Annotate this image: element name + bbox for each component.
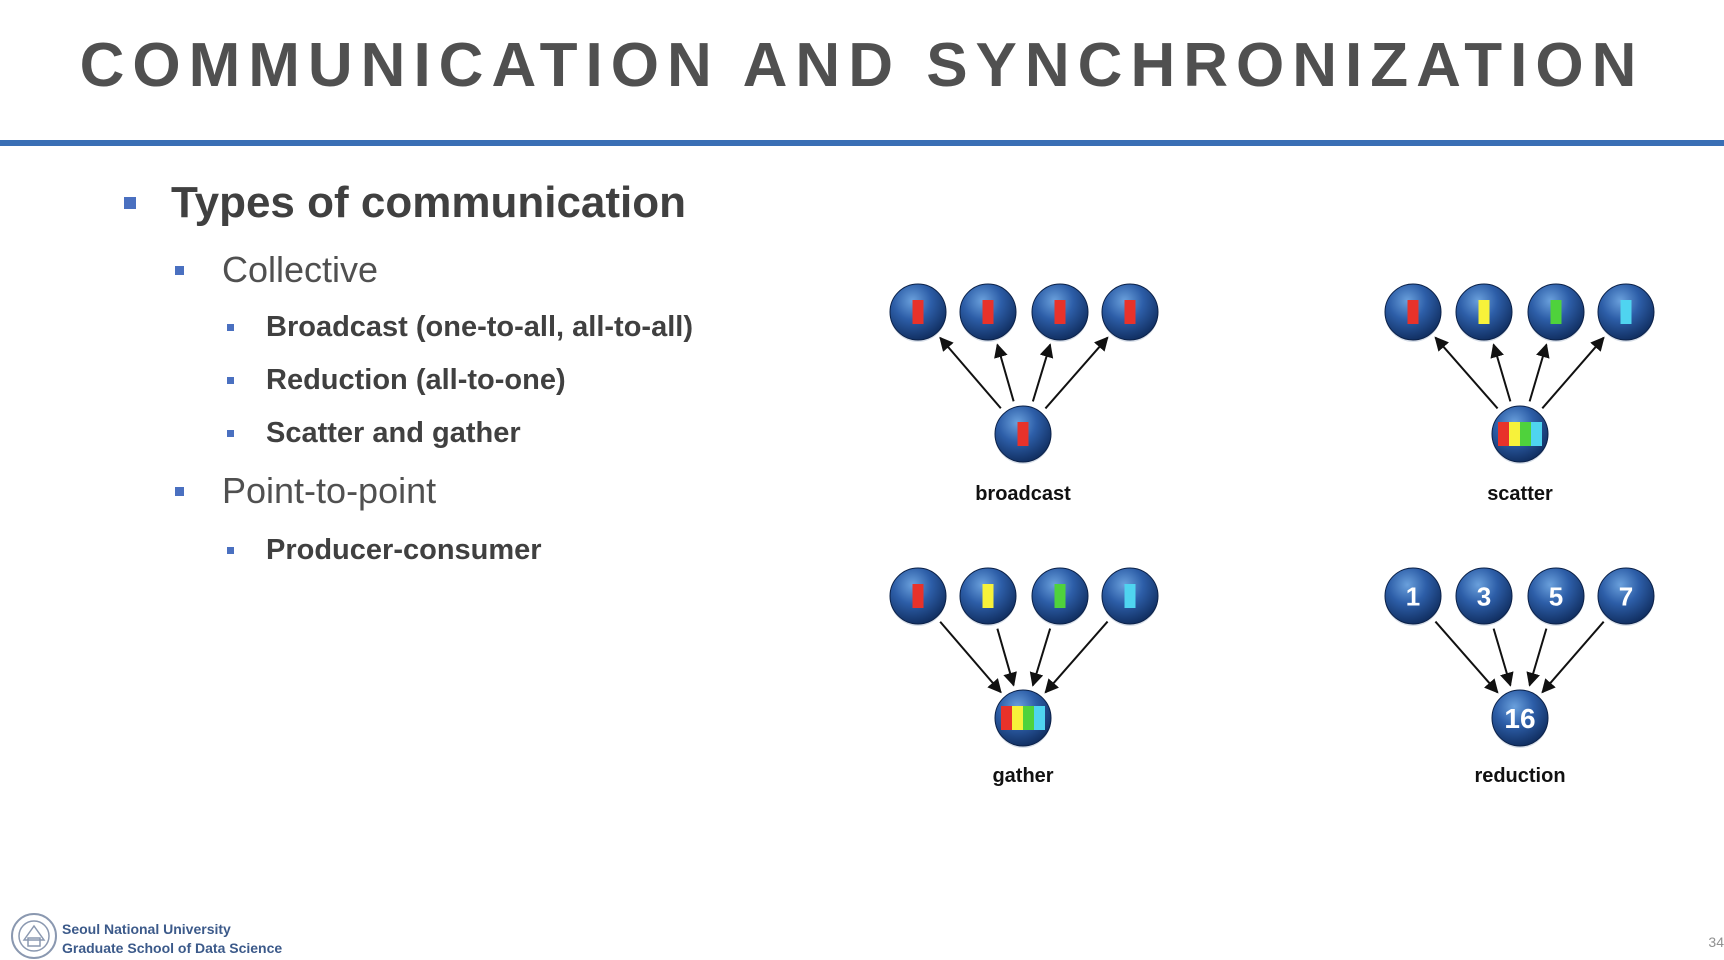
broadcast-leaf-node-1-block-red xyxy=(912,300,924,324)
gather-root-node-block-cyan xyxy=(1034,706,1045,730)
slide-title: COMMUNICATION AND SYNCHRONIZATION xyxy=(79,31,1645,100)
gather-arrow-3 xyxy=(1029,628,1052,687)
gather-arrow-1 xyxy=(939,621,1002,694)
reduction-label: reduction xyxy=(1474,765,1565,787)
reduction-leaf-node-2 xyxy=(1455,567,1513,625)
gather-arrow-4 xyxy=(1044,620,1109,694)
diagram-gather: gather xyxy=(889,567,1159,787)
scatter-root-node-block-green xyxy=(1520,422,1531,446)
gather-leaf-node-3-block-green xyxy=(1054,584,1066,608)
scatter-root-node-block-red xyxy=(1498,422,1509,446)
bullet-text: Scatter and gather xyxy=(266,417,521,449)
title-rule xyxy=(0,140,1724,146)
scatter-label: scatter xyxy=(1487,483,1553,505)
gather-arrow-2 xyxy=(996,628,1017,687)
footer-school: Graduate School of Data Science xyxy=(62,940,283,956)
reduction-arrow-4 xyxy=(1541,621,1605,694)
bullet-collective: Collective xyxy=(175,249,378,291)
reduction-leaf-node-4 xyxy=(1597,567,1655,625)
bullet-text: Producer-consumer xyxy=(266,534,542,566)
scatter-arrow-2 xyxy=(1490,343,1512,402)
footer-institution: Seoul National University Graduate Schoo… xyxy=(62,920,282,958)
gather-root-node-block-green xyxy=(1023,706,1034,730)
reduction-leaf-node-3-value: 5 xyxy=(1549,581,1563,611)
bullet-square-icon xyxy=(227,430,234,437)
bullet-scatter-gather: Scatter and gather xyxy=(227,417,521,450)
scatter-arrow-3 xyxy=(1528,343,1550,402)
bullet-square-icon xyxy=(175,265,184,275)
gather-leaf-node-2-block-yellow xyxy=(982,584,994,608)
bullet-text: Collective xyxy=(222,249,379,290)
bullet-square-icon xyxy=(175,486,184,496)
scatter-leaf-node-4-block-cyan xyxy=(1620,300,1632,324)
reduction-leaf-node-1-value: 1 xyxy=(1406,581,1420,611)
gather-leaf-node-4-block-cyan xyxy=(1124,584,1136,608)
gather-leaf-node-1-block-red xyxy=(912,584,924,608)
diagram-reduction: 1 3 5 7 16 reduction xyxy=(1384,567,1655,787)
bullet-square-icon xyxy=(227,377,234,384)
bullet-types-of-communication: Types of communication xyxy=(124,178,686,228)
broadcast-arrow-2 xyxy=(994,343,1015,402)
bullet-broadcast: Broadcast (one-to-all, all-to-all) xyxy=(227,311,693,344)
gather-root-node-block-red xyxy=(1001,706,1012,730)
bullet-square-icon xyxy=(227,547,234,554)
gather-root-node-block-yellow xyxy=(1012,706,1023,730)
bullet-point-to-point: Point-to-point xyxy=(175,470,436,512)
bullet-reduction: Reduction (all-to-one) xyxy=(227,364,566,397)
diagram-broadcast: broadcast xyxy=(889,283,1159,505)
reduction-leaf-node-1 xyxy=(1384,567,1442,625)
scatter-leaf-node-1-block-red xyxy=(1407,300,1419,324)
scatter-arrow-1 xyxy=(1434,336,1499,410)
page-number: 34 xyxy=(1708,934,1724,950)
broadcast-root-node-block-red xyxy=(1017,422,1029,446)
reduction-arrow-1 xyxy=(1434,620,1499,694)
reduction-leaf-node-4-value: 7 xyxy=(1619,581,1633,611)
reduction-leaf-node-2-value: 3 xyxy=(1477,581,1491,611)
reduction-arrow-3 xyxy=(1526,628,1548,687)
reduction-leaf-node-3 xyxy=(1527,567,1585,625)
bullet-text: Point-to-point xyxy=(222,470,437,511)
reduction-root-node xyxy=(1491,689,1549,747)
broadcast-leaf-node-3-block-red xyxy=(1054,300,1066,324)
broadcast-leaf-node-4-block-red xyxy=(1124,300,1136,324)
bullet-square-icon xyxy=(227,324,234,331)
bullet-list: Types of communication Collective Broadc… xyxy=(0,0,800,960)
reduction-root-node-value: 16 xyxy=(1504,703,1535,734)
bullet-text: Types of communication xyxy=(171,178,687,227)
bullet-producer-consumer: Producer-consumer xyxy=(227,534,542,567)
bullet-text: Reduction (all-to-one) xyxy=(266,364,566,396)
scatter-arrow-4 xyxy=(1541,336,1605,409)
broadcast-label: broadcast xyxy=(975,483,1071,505)
broadcast-leaf-node-2-block-red xyxy=(982,300,994,324)
scatter-root-node-block-cyan xyxy=(1531,422,1542,446)
footer-university: Seoul National University xyxy=(62,921,231,937)
reduction-arrow-2 xyxy=(1492,628,1514,687)
snu-emblem-icon xyxy=(11,913,57,959)
bullet-square-icon xyxy=(124,197,136,209)
diagram-scatter: scatter xyxy=(1384,283,1655,505)
scatter-leaf-node-3-block-green xyxy=(1550,300,1562,324)
broadcast-arrow-1 xyxy=(939,336,1002,409)
broadcast-arrow-3 xyxy=(1031,343,1054,402)
bullet-text: Broadcast (one-to-all, all-to-all) xyxy=(266,311,693,343)
scatter-root-node-block-yellow xyxy=(1509,422,1520,446)
broadcast-arrow-4 xyxy=(1044,336,1109,410)
scatter-leaf-node-2-block-yellow xyxy=(1478,300,1490,324)
gather-label: gather xyxy=(992,765,1053,787)
